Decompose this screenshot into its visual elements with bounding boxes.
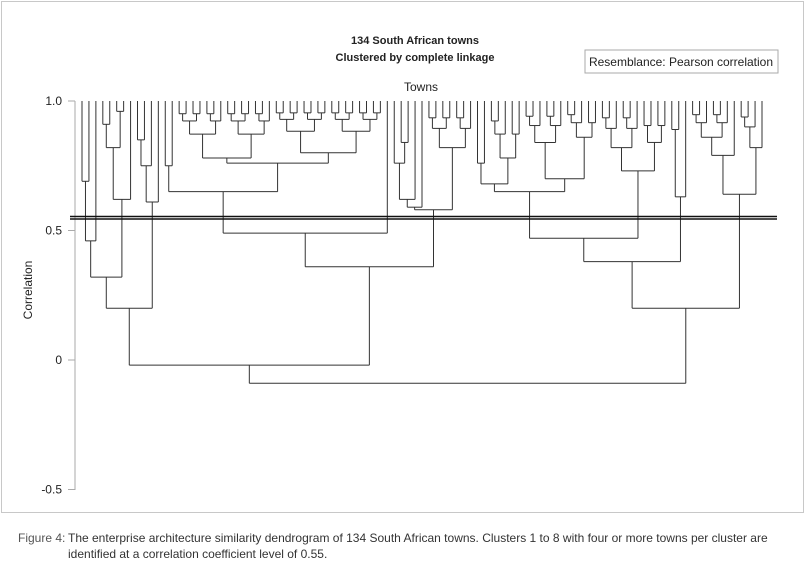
y-axis-label: Correlation: [21, 261, 35, 320]
y-tick-label: 0: [55, 353, 62, 367]
x-axis-label: Towns: [404, 80, 438, 94]
y-tick-label: -0.5: [41, 483, 62, 497]
chart-frame: [1, 1, 804, 513]
dendrogram-chart: 134 South African towns Clustered by com…: [21, 35, 779, 497]
legend-text: Resemblance: Pearson correlation: [589, 55, 773, 69]
y-tick-label: 1.0: [45, 94, 62, 108]
chart-title: 134 South African towns: [351, 35, 479, 47]
chart-subtitle: Clustered by complete linkage: [336, 52, 495, 64]
figure-caption: Figure 4: The enterprise architecture si…: [18, 530, 803, 561]
caption-label: Figure 4:: [18, 531, 66, 545]
caption-text: The enterprise architecture similarity d…: [68, 531, 768, 561]
y-tick-label: 0.5: [45, 224, 62, 238]
legend-box: [584, 49, 779, 74]
